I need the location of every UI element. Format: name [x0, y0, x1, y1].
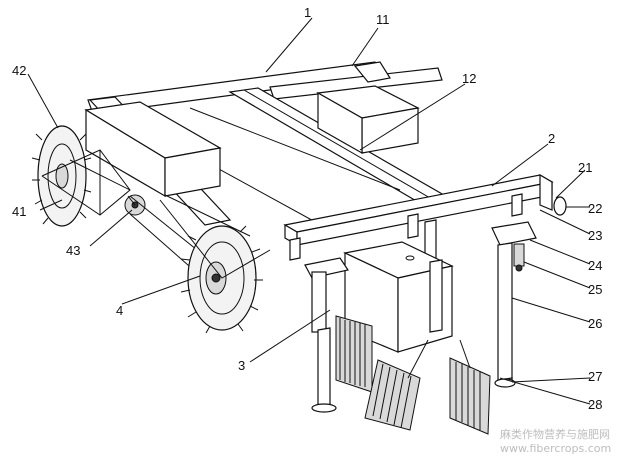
- callout-25: 25: [588, 282, 602, 297]
- brush-plates: [335, 315, 491, 435]
- callout-41: 41: [12, 204, 26, 219]
- watermark-line1: 麻类作物营养与施肥网: [500, 427, 610, 441]
- callout-2: 2: [548, 131, 555, 146]
- motor-right: [491, 221, 537, 383]
- callout-26: 26: [588, 316, 602, 331]
- implement-bar: [283, 173, 567, 263]
- shafts: [311, 259, 516, 413]
- callout-43: 43: [66, 243, 80, 258]
- callout-23: 23: [588, 228, 602, 243]
- callout-42: 42: [12, 63, 26, 78]
- engine-box-left: [84, 101, 222, 198]
- callout-11: 11: [376, 12, 390, 27]
- engine-box-right: [316, 85, 420, 155]
- callout-12: 12: [462, 71, 476, 86]
- watermark: 麻类作物营养与施肥网 www.fibercrops.com: [500, 427, 611, 455]
- rear-wheel: [31, 125, 131, 227]
- callout-28: 28: [588, 397, 602, 412]
- callout-1: 1: [304, 5, 311, 20]
- watermark-line2: www.fibercrops.com: [500, 442, 611, 455]
- callout-22: 22: [588, 201, 602, 216]
- callout-27: 27: [588, 369, 602, 384]
- callout-24: 24: [588, 258, 602, 273]
- front-wheel: [159, 194, 271, 334]
- callout-labels: 1 11 12 42 41 43 4 2 21 22 23 24 25 26 3…: [12, 5, 602, 412]
- callout-21: 21: [578, 160, 592, 175]
- callout-3: 3: [238, 358, 245, 373]
- leader-lines: [27, 17, 591, 405]
- callout-4: 4: [116, 303, 123, 318]
